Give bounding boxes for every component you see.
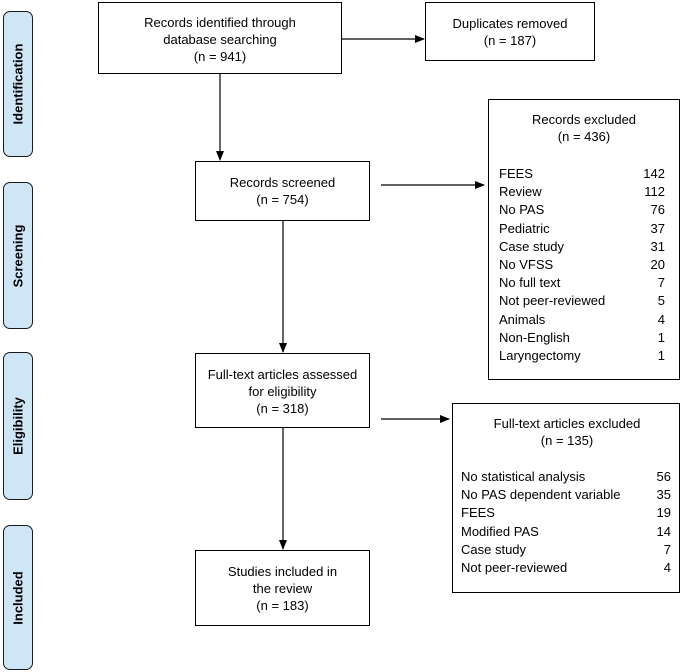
exclusion-count: 1 <box>657 348 665 364</box>
box-line: the review <box>252 581 313 596</box>
exclusion-row: No statistical analysis 56 <box>461 468 671 486</box>
box-line: Full-text articles assessed <box>207 367 358 382</box>
exclusion-reason: Animals <box>499 311 546 327</box>
stage-label-included: Included <box>3 525 33 670</box>
box-line: (n = 183) <box>256 598 309 613</box>
box-line: Records screened <box>229 175 336 190</box>
exclusion-row: FEES 142 <box>499 165 665 183</box>
exclusion-count: 20 <box>650 257 665 273</box>
exclusion-reason: Not peer-reviewed <box>461 560 568 576</box>
exclusion-reason: Case study <box>461 541 527 557</box>
exclusion-reason: FEES <box>499 166 533 181</box>
stage-label-eligibility: Eligibility <box>3 352 33 500</box>
exclusion-reason: No full text <box>499 275 561 291</box>
records-identified-box: Records identified through database sear… <box>98 2 342 74</box>
exclusion-row: No PAS 76 <box>499 201 665 219</box>
exclusion-count: 14 <box>656 523 671 539</box>
records-screened-box: Records screened (n = 754) <box>195 161 370 221</box>
box-line: for eligibility <box>248 384 317 399</box>
exclusion-count: 112 <box>644 184 665 200</box>
fulltext-excluded-table: No statistical analysis 56 No PAS dependen… <box>461 468 671 577</box>
exclusion-count: 19 <box>656 505 671 521</box>
fulltext-excluded-title: Full-text articles excluded <box>493 416 641 431</box>
exclusion-reason: No VFSS <box>499 257 554 273</box>
exclusion-reason: No PAS dependent variable <box>461 487 621 503</box>
exclusion-count: 31 <box>650 238 665 254</box>
box-line: (n = 754) <box>256 192 309 207</box>
exclusion-reason: No PAS <box>499 202 545 218</box>
exclusion-row: Animals 4 <box>499 311 665 329</box>
exclusion-reason: Not peer-reviewed <box>499 293 606 309</box>
exclusion-count: 7 <box>663 541 671 557</box>
records-excluded-title: Records excluded <box>531 112 637 127</box>
exclusion-reason: Laryngectomy <box>499 348 581 364</box>
box-line: Records identified through <box>144 15 296 30</box>
exclusion-row: No full text 7 <box>499 274 665 292</box>
exclusion-reason: FEES <box>461 505 495 521</box>
fulltext-assessed-box: Full-text articles assessed for eligibil… <box>195 353 370 428</box>
exclusion-row: Not peer-reviewed 4 <box>461 559 671 577</box>
exclusion-row: Review 112 <box>499 183 665 201</box>
exclusion-count: 37 <box>650 220 665 236</box>
exclusion-row: Case study 31 <box>499 238 665 256</box>
fulltext-excluded-count: (n = 135) <box>540 433 594 448</box>
box-line: (n = 187) <box>483 33 537 48</box>
exclusion-count: 56 <box>656 469 671 484</box>
exclusion-row: Non-English 1 <box>499 329 665 347</box>
fulltext-excluded-box: Full-text articles excluded (n = 135) No… <box>452 403 680 593</box>
exclusion-row: Pediatric 37 <box>499 220 665 238</box>
exclusion-count: 4 <box>657 311 665 327</box>
exclusion-count: 7 <box>657 275 665 291</box>
exclusion-reason: Case study <box>499 238 565 254</box>
exclusion-row: Modified PAS 14 <box>461 523 671 541</box>
exclusion-row: No VFSS 20 <box>499 256 665 274</box>
duplicates-removed-box: Duplicates removed (n = 187) <box>425 2 595 61</box>
exclusion-count: 4 <box>663 560 671 576</box>
box-line: Duplicates removed <box>452 16 568 31</box>
box-line: (n = 941) <box>193 49 247 64</box>
exclusion-reason: Modified PAS <box>461 523 539 539</box>
exclusion-row: No PAS dependent variable 35 <box>461 486 671 504</box>
exclusion-count: 142 <box>643 166 665 181</box>
stage-label-identification: Identification <box>3 11 33 157</box>
exclusion-row: Not peer-reviewed 5 <box>499 292 665 310</box>
exclusion-reason: Review <box>499 184 542 200</box>
exclusion-reason: No statistical analysis <box>461 469 586 484</box>
exclusion-count: 76 <box>650 202 665 218</box>
exclusion-reason: Non-English <box>499 329 570 345</box>
box-line: database searching <box>163 32 277 47</box>
records-excluded-count: (n = 436) <box>557 129 611 144</box>
exclusion-row: Case study 7 <box>461 541 671 559</box>
stage-label-screening: Screening <box>3 182 33 329</box>
exclusion-count: 5 <box>657 293 665 309</box>
exclusion-count: 35 <box>656 487 671 503</box>
studies-included-box: Studies included in the review (n = 183) <box>195 550 370 626</box>
exclusion-reason: Pediatric <box>499 220 550 236</box>
exclusion-row: Laryngectomy 1 <box>499 347 665 365</box>
box-line: (n = 318) <box>256 401 309 416</box>
exclusion-row: FEES 19 <box>461 504 671 522</box>
box-line: Studies included in <box>227 564 338 579</box>
exclusion-count: 1 <box>657 329 665 345</box>
